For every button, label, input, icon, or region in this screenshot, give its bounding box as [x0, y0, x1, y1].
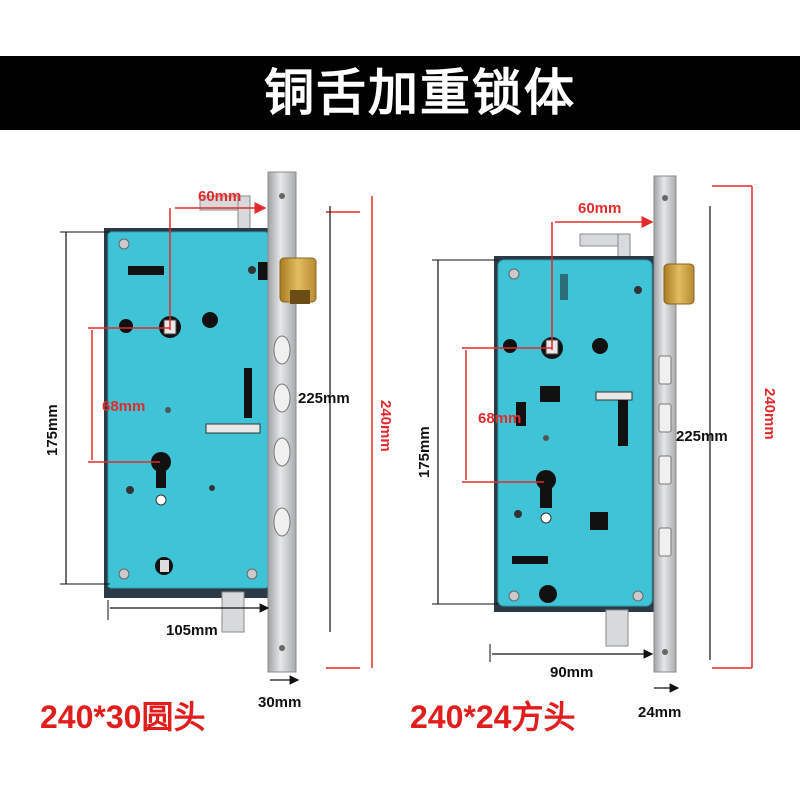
right-latch-offset-label: 60mm — [578, 200, 622, 217]
left-lock — [60, 171, 373, 685]
right-screw-span-label: 225mm — [676, 428, 728, 445]
left-spindle-distance-label: 68mm — [102, 398, 146, 415]
right-body-height-label: 175mm — [416, 426, 433, 478]
left-body-width-label: 105mm — [166, 622, 218, 639]
page-title: 铜舌加重锁体 — [264, 64, 576, 122]
left-screw-span-label: 225mm — [298, 390, 350, 407]
left-body-height-label: 175mm — [44, 404, 61, 456]
left-latch-offset-label: 60mm — [198, 188, 242, 205]
title-banner: 铜舌加重锁体 — [0, 56, 800, 130]
left-bottom-lever — [221, 591, 245, 633]
right-lock-body — [497, 259, 653, 607]
left-faceplate-width-label: 30mm — [258, 694, 302, 711]
right-lock — [432, 175, 753, 693]
right-faceplate-length-label: 240mm — [761, 388, 778, 440]
left-faceplate-length-label: 240mm — [377, 400, 394, 452]
left-faceplate — [267, 171, 297, 673]
right-body-width-label: 90mm — [550, 664, 594, 681]
right-spindle-distance-label: 68mm — [478, 410, 522, 427]
right-brass-latch — [663, 263, 695, 305]
right-variant-label: 240*24方头 — [410, 699, 576, 735]
left-variant-label: 240*30圆头 — [40, 699, 206, 735]
right-bottom-lever — [605, 609, 629, 647]
right-faceplate-width-label: 24mm — [638, 704, 682, 721]
